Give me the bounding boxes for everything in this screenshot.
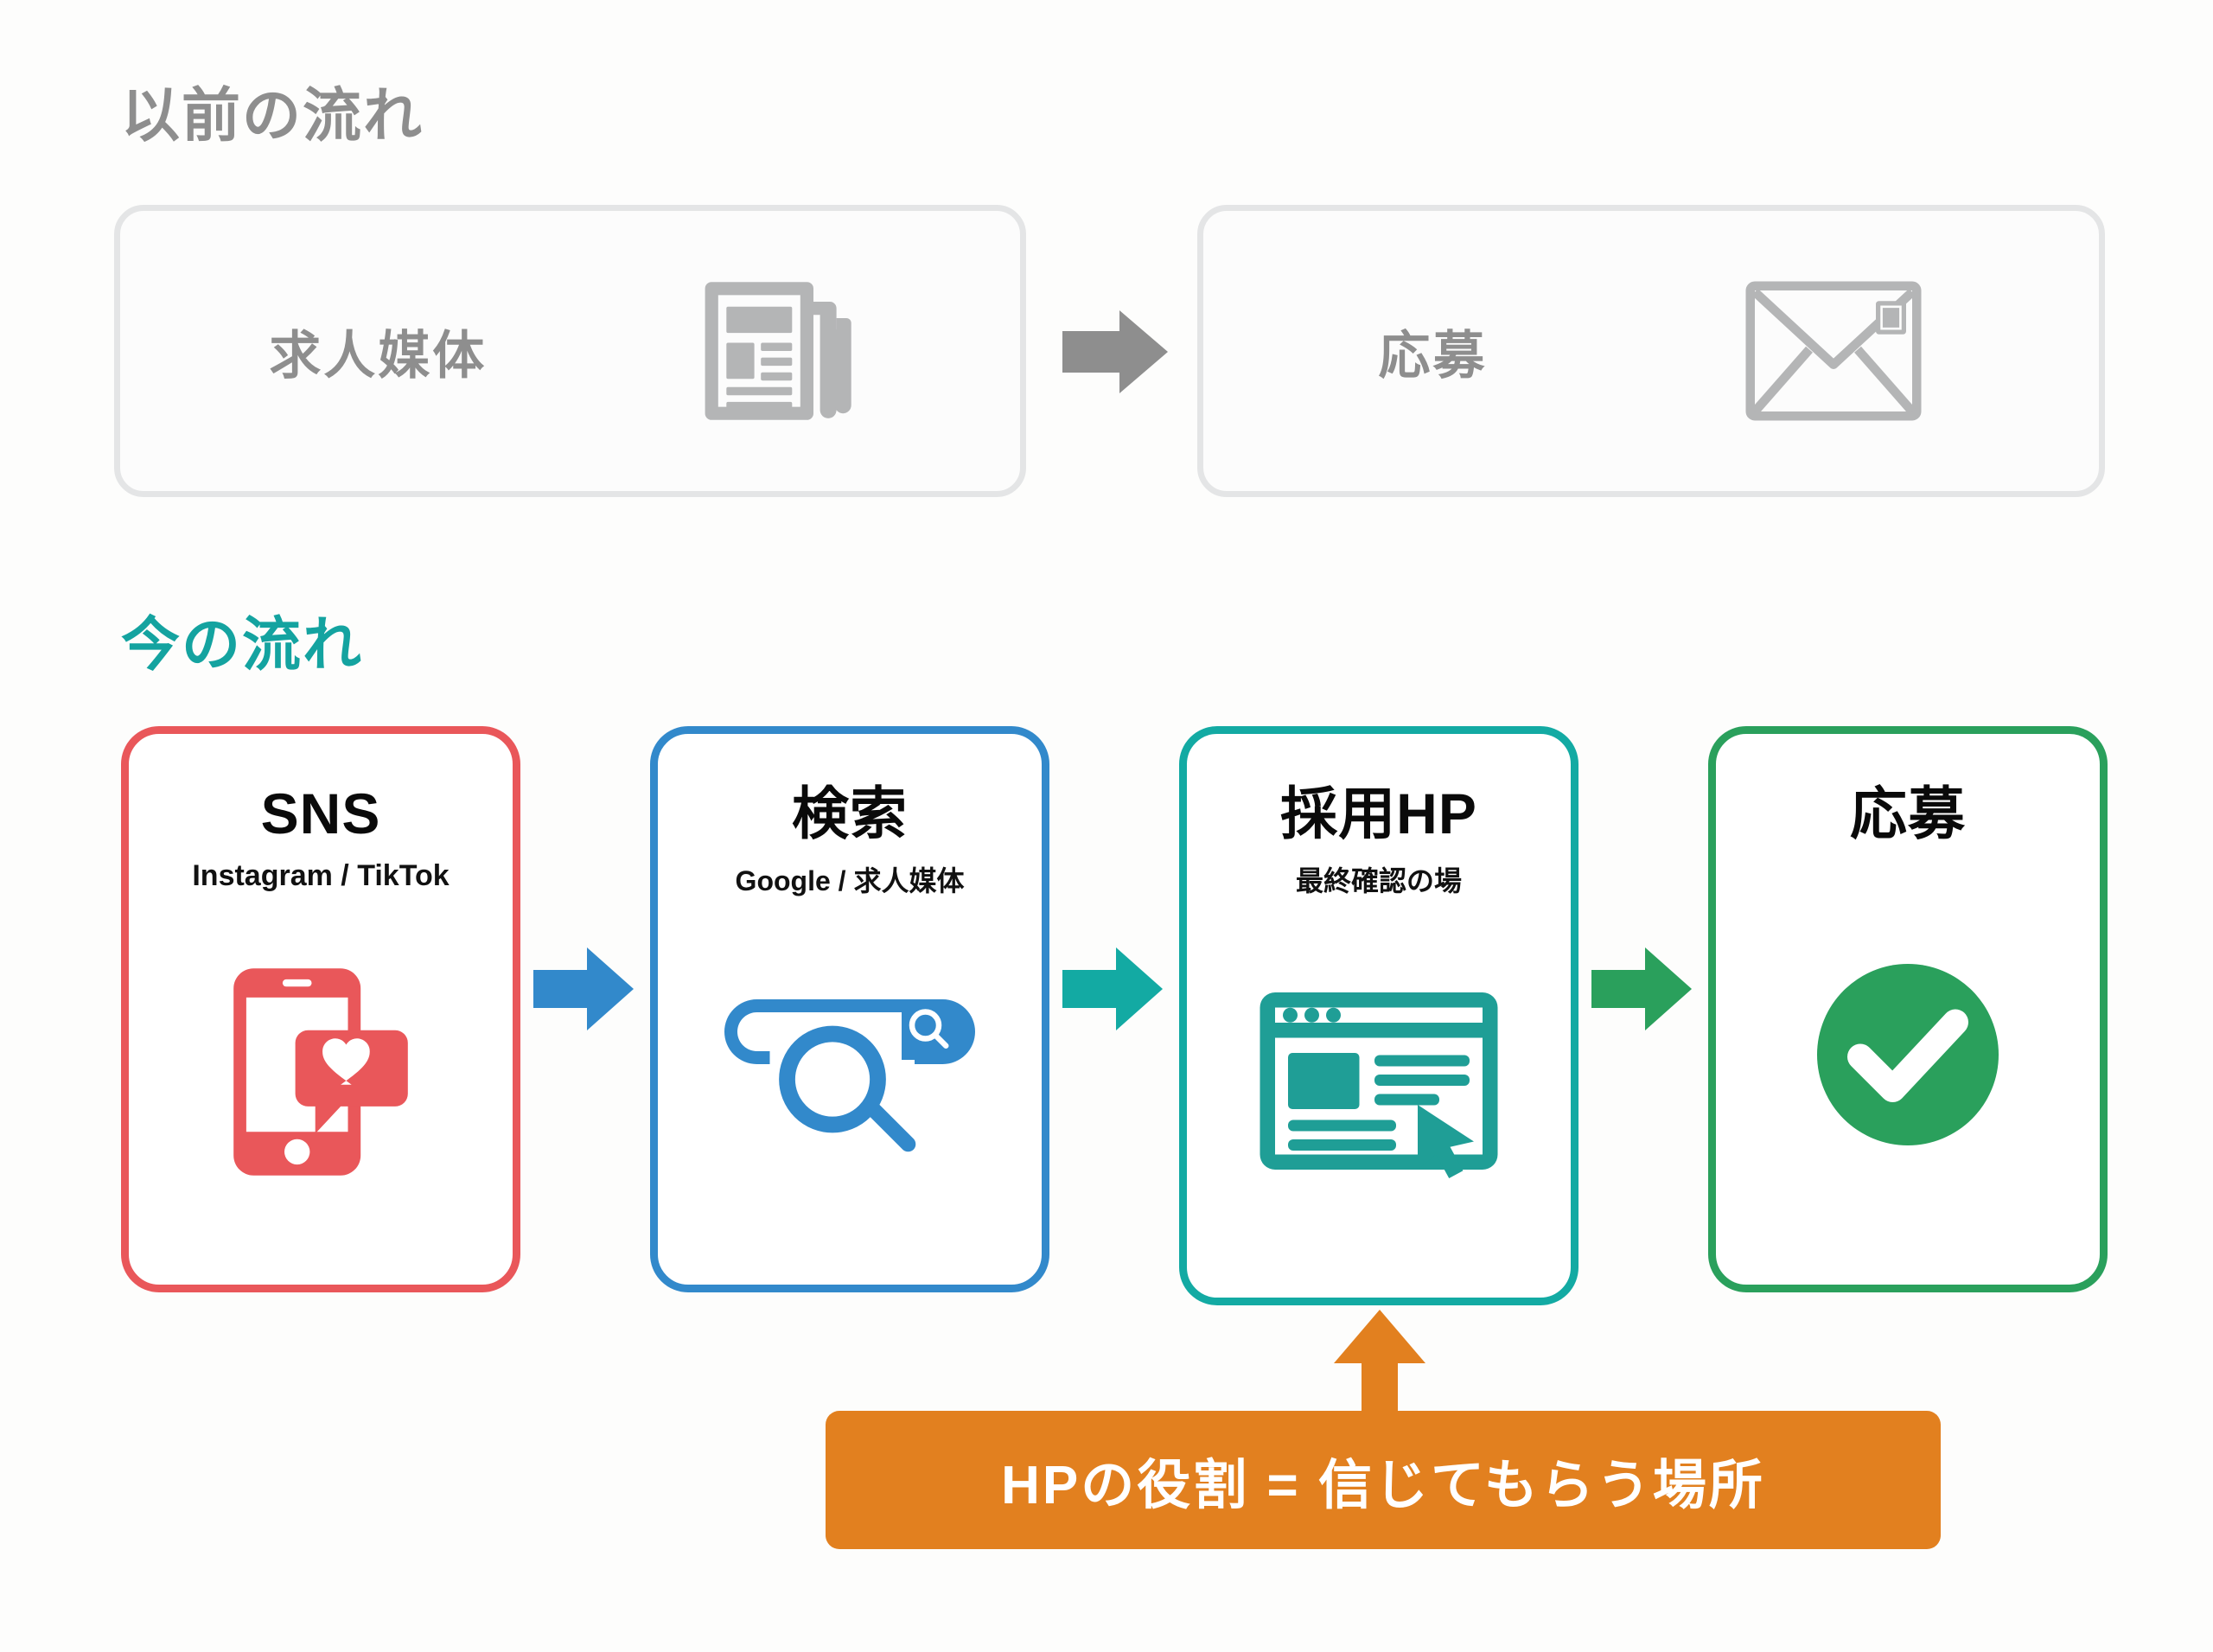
check-circle-icon	[1716, 859, 2100, 1285]
flow-connector-arrow-2	[1058, 941, 1169, 1037]
flow-card-title: 採用HP	[1280, 781, 1477, 845]
flow-card-title: 検索	[792, 781, 908, 845]
callout-pointer-arrow-up-icon	[1332, 1310, 1427, 1435]
smartphone-heart-icon	[129, 893, 513, 1285]
flow-card-sns[interactable]: SNS Instagram / TikTok	[121, 726, 520, 1292]
flow-card-subtitle: 最終確認の場	[1295, 865, 1462, 897]
flow-card-subtitle: Google / 求人媒体	[735, 865, 965, 897]
callout-banner: HPの役割 = 信じてもらう場所	[826, 1411, 1941, 1549]
flow-connector-arrow-3	[1587, 941, 1698, 1037]
old-flow-section-title: 以前の流れ	[121, 83, 424, 149]
flow-connector-arrow-1	[529, 941, 640, 1037]
old-flow-step-label: 求人媒体	[269, 326, 488, 385]
flow-card-title: 応募	[1850, 781, 1966, 845]
flow-card-recruit-hp[interactable]: 採用HP 最終確認の場	[1179, 726, 1578, 1305]
old-flow-step-apply: 応募	[1197, 205, 2105, 497]
browser-window-cursor-icon	[1187, 899, 1571, 1298]
envelope-icon	[1743, 265, 1924, 437]
callout-text: HPの役割 = 信じてもらう場所	[1001, 1456, 1765, 1515]
newspaper-icon	[690, 265, 871, 437]
flow-card-subtitle: Instagram / TikTok	[192, 859, 450, 893]
search-bar-magnifier-icon	[658, 899, 1042, 1285]
old-flow-step-label: 応募	[1378, 326, 1488, 385]
flow-card-apply[interactable]: 応募	[1708, 726, 2108, 1292]
old-flow-connector-arrow	[1056, 301, 1177, 403]
flow-card-search[interactable]: 検索 Google / 求人媒体	[650, 726, 1049, 1292]
old-flow-step-job-media: 求人媒体	[114, 205, 1026, 497]
new-flow-section-title: 今の流れ	[121, 612, 364, 678]
flow-card-title: SNS	[260, 781, 381, 845]
